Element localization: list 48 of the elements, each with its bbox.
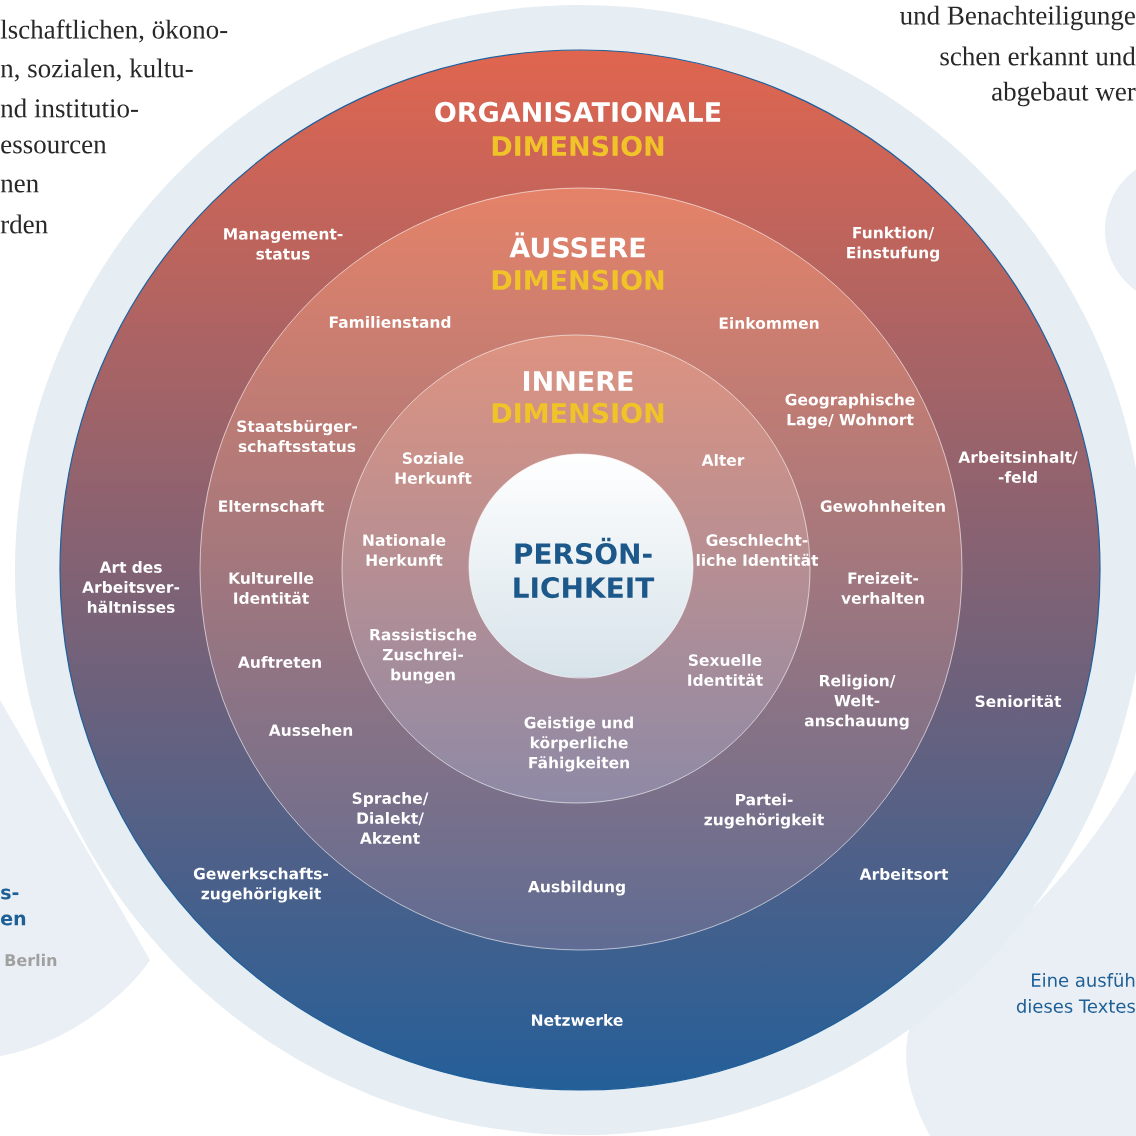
text-fragment: Eine ausfüh: [1032, 973, 1135, 987]
dimension-item: Soziale Herkunft: [395, 452, 472, 484]
text-fragment: nd institutio-: [0, 98, 138, 118]
dimension-item: Freizeit- verhalten: [841, 572, 924, 604]
dimension-item: Geographische Lage/ Wohnort: [785, 393, 915, 429]
dimension-item: Gewerkschafts- zugehörigkeit: [193, 867, 329, 903]
dimension-item: Rassistische Zuschrei- bungen: [370, 628, 477, 684]
dimension-item: Netzwerke: [532, 1014, 623, 1026]
dimension-item: Art des Arbeitsver- hältnisses: [82, 561, 180, 613]
dimension-heading: DIMENSION: [492, 269, 664, 291]
center-title: PERSÖN- LICHKEIT: [514, 537, 655, 599]
dimension-heading: ORGANISATIONALE: [435, 101, 721, 123]
dimension-heading: DIMENSION: [492, 135, 664, 157]
dimension-heading: INNERE: [524, 371, 633, 391]
dimension-item: Management- status: [224, 228, 343, 260]
text-fragment: und Benachteiligunge: [900, 5, 1135, 31]
text-fragment: en: [1, 914, 26, 926]
text-fragment: Berlin: [5, 953, 57, 967]
text-fragment: schen erkannt und: [940, 46, 1136, 66]
text-fragment: rden: [0, 214, 48, 234]
text-fragment: abgebaut wer: [992, 81, 1136, 107]
dimension-item: Sprache/ Dialekt/ Akzent: [352, 792, 429, 844]
dimension-item: Gewohnheiten: [820, 500, 945, 512]
text-fragment: dieses Textes: [1016, 999, 1135, 1013]
dimension-item: Arbeitsort: [859, 868, 949, 880]
dimension-item: Seniorität: [975, 694, 1062, 708]
dimension-item: Religion/ Welt- anschauung: [804, 674, 909, 730]
dimension-item: Auftreten: [237, 656, 321, 668]
dimension-heading: DIMENSION: [492, 402, 664, 424]
dimension-item: Sexuelle Identität: [688, 654, 763, 686]
dimension-item: Kulturelle Identität: [229, 572, 314, 604]
text-fragment: lschaftlichen, ökono-: [0, 19, 228, 43]
dimension-item: Funktion/ Einstufung: [847, 226, 939, 262]
text-fragment: n, sozialen, kultu-: [0, 58, 193, 82]
dimension-item: Ausbildung: [527, 880, 625, 896]
dimension-item: Einkommen: [719, 317, 819, 329]
dimension-item: Geistige und körperliche Fähigkeiten: [524, 716, 633, 772]
dimension-item: Elternschaft: [219, 500, 324, 512]
dimension-item: Arbeitsinhalt/ -feld: [958, 451, 1078, 483]
dimension-item: Partei- zugehörigkeit: [704, 793, 824, 829]
dimension-item: Nationale Herkunft: [363, 534, 446, 566]
dimension-item: Familienstand: [329, 316, 451, 328]
dimension-heading: ÄUSSERE: [509, 232, 645, 258]
text-fragment: nen: [0, 179, 39, 193]
text-fragment: s-: [1, 888, 19, 900]
dimension-item: Aussehen: [268, 724, 353, 736]
dimension-item: Staatsbürger- schaftsstatus: [237, 419, 357, 453]
text-fragment: essourcen: [1, 140, 107, 154]
